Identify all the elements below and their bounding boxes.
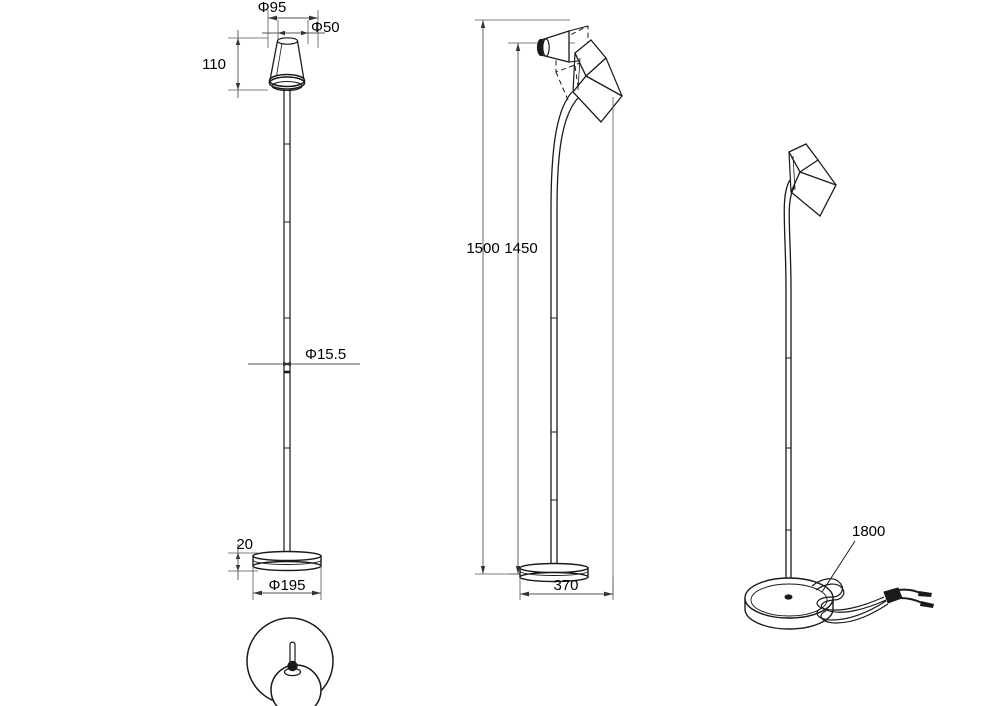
dim-label-370: 370 bbox=[553, 577, 578, 594]
dim-label-phi50: Φ50 bbox=[311, 19, 340, 36]
side-head-tilted bbox=[572, 39, 623, 123]
front-lamp-head bbox=[268, 37, 306, 92]
dim-label-1450: 1450 bbox=[504, 240, 537, 257]
side-pole bbox=[550, 91, 579, 574]
dim-label-phi195: Φ195 bbox=[269, 577, 306, 594]
dim-label-phi15-5: Φ15.5 bbox=[305, 346, 346, 363]
dim-base-diameter: Φ195 bbox=[252, 566, 322, 600]
dim-label-110: 110 bbox=[202, 56, 226, 73]
dim-label-phi95: Φ95 bbox=[258, 0, 287, 16]
plan-view bbox=[246, 617, 334, 706]
perspective-view: 1800 bbox=[744, 143, 934, 630]
dim-base-depth: 370 bbox=[519, 577, 614, 600]
dim-head-height: 110 bbox=[202, 30, 268, 98]
power-plug bbox=[883, 587, 934, 608]
front-pole bbox=[283, 89, 291, 556]
side-base bbox=[519, 562, 589, 583]
perspective-head bbox=[788, 143, 837, 218]
perspective-pole bbox=[783, 179, 796, 596]
side-head-shade bbox=[536, 25, 589, 63]
dim-pole-diameter: Φ15.5 bbox=[248, 346, 360, 367]
dim-label-1500: 1500 bbox=[466, 240, 499, 257]
side-elevation-view: 1500 1450 bbox=[466, 19, 623, 600]
dim-label-20: 20 bbox=[236, 536, 253, 553]
power-cord bbox=[811, 578, 889, 624]
dim-label-1800: 1800 bbox=[852, 523, 885, 540]
front-elevation-view: Φ95 Φ50 110 bbox=[202, 0, 360, 600]
front-base bbox=[252, 550, 322, 572]
perspective-base bbox=[744, 577, 834, 630]
dim-overall-height: 1500 bbox=[466, 19, 570, 575]
dim-head-bottom-diameter: Φ95 bbox=[258, 0, 319, 48]
dim-cord-length: 1800 bbox=[821, 523, 885, 593]
